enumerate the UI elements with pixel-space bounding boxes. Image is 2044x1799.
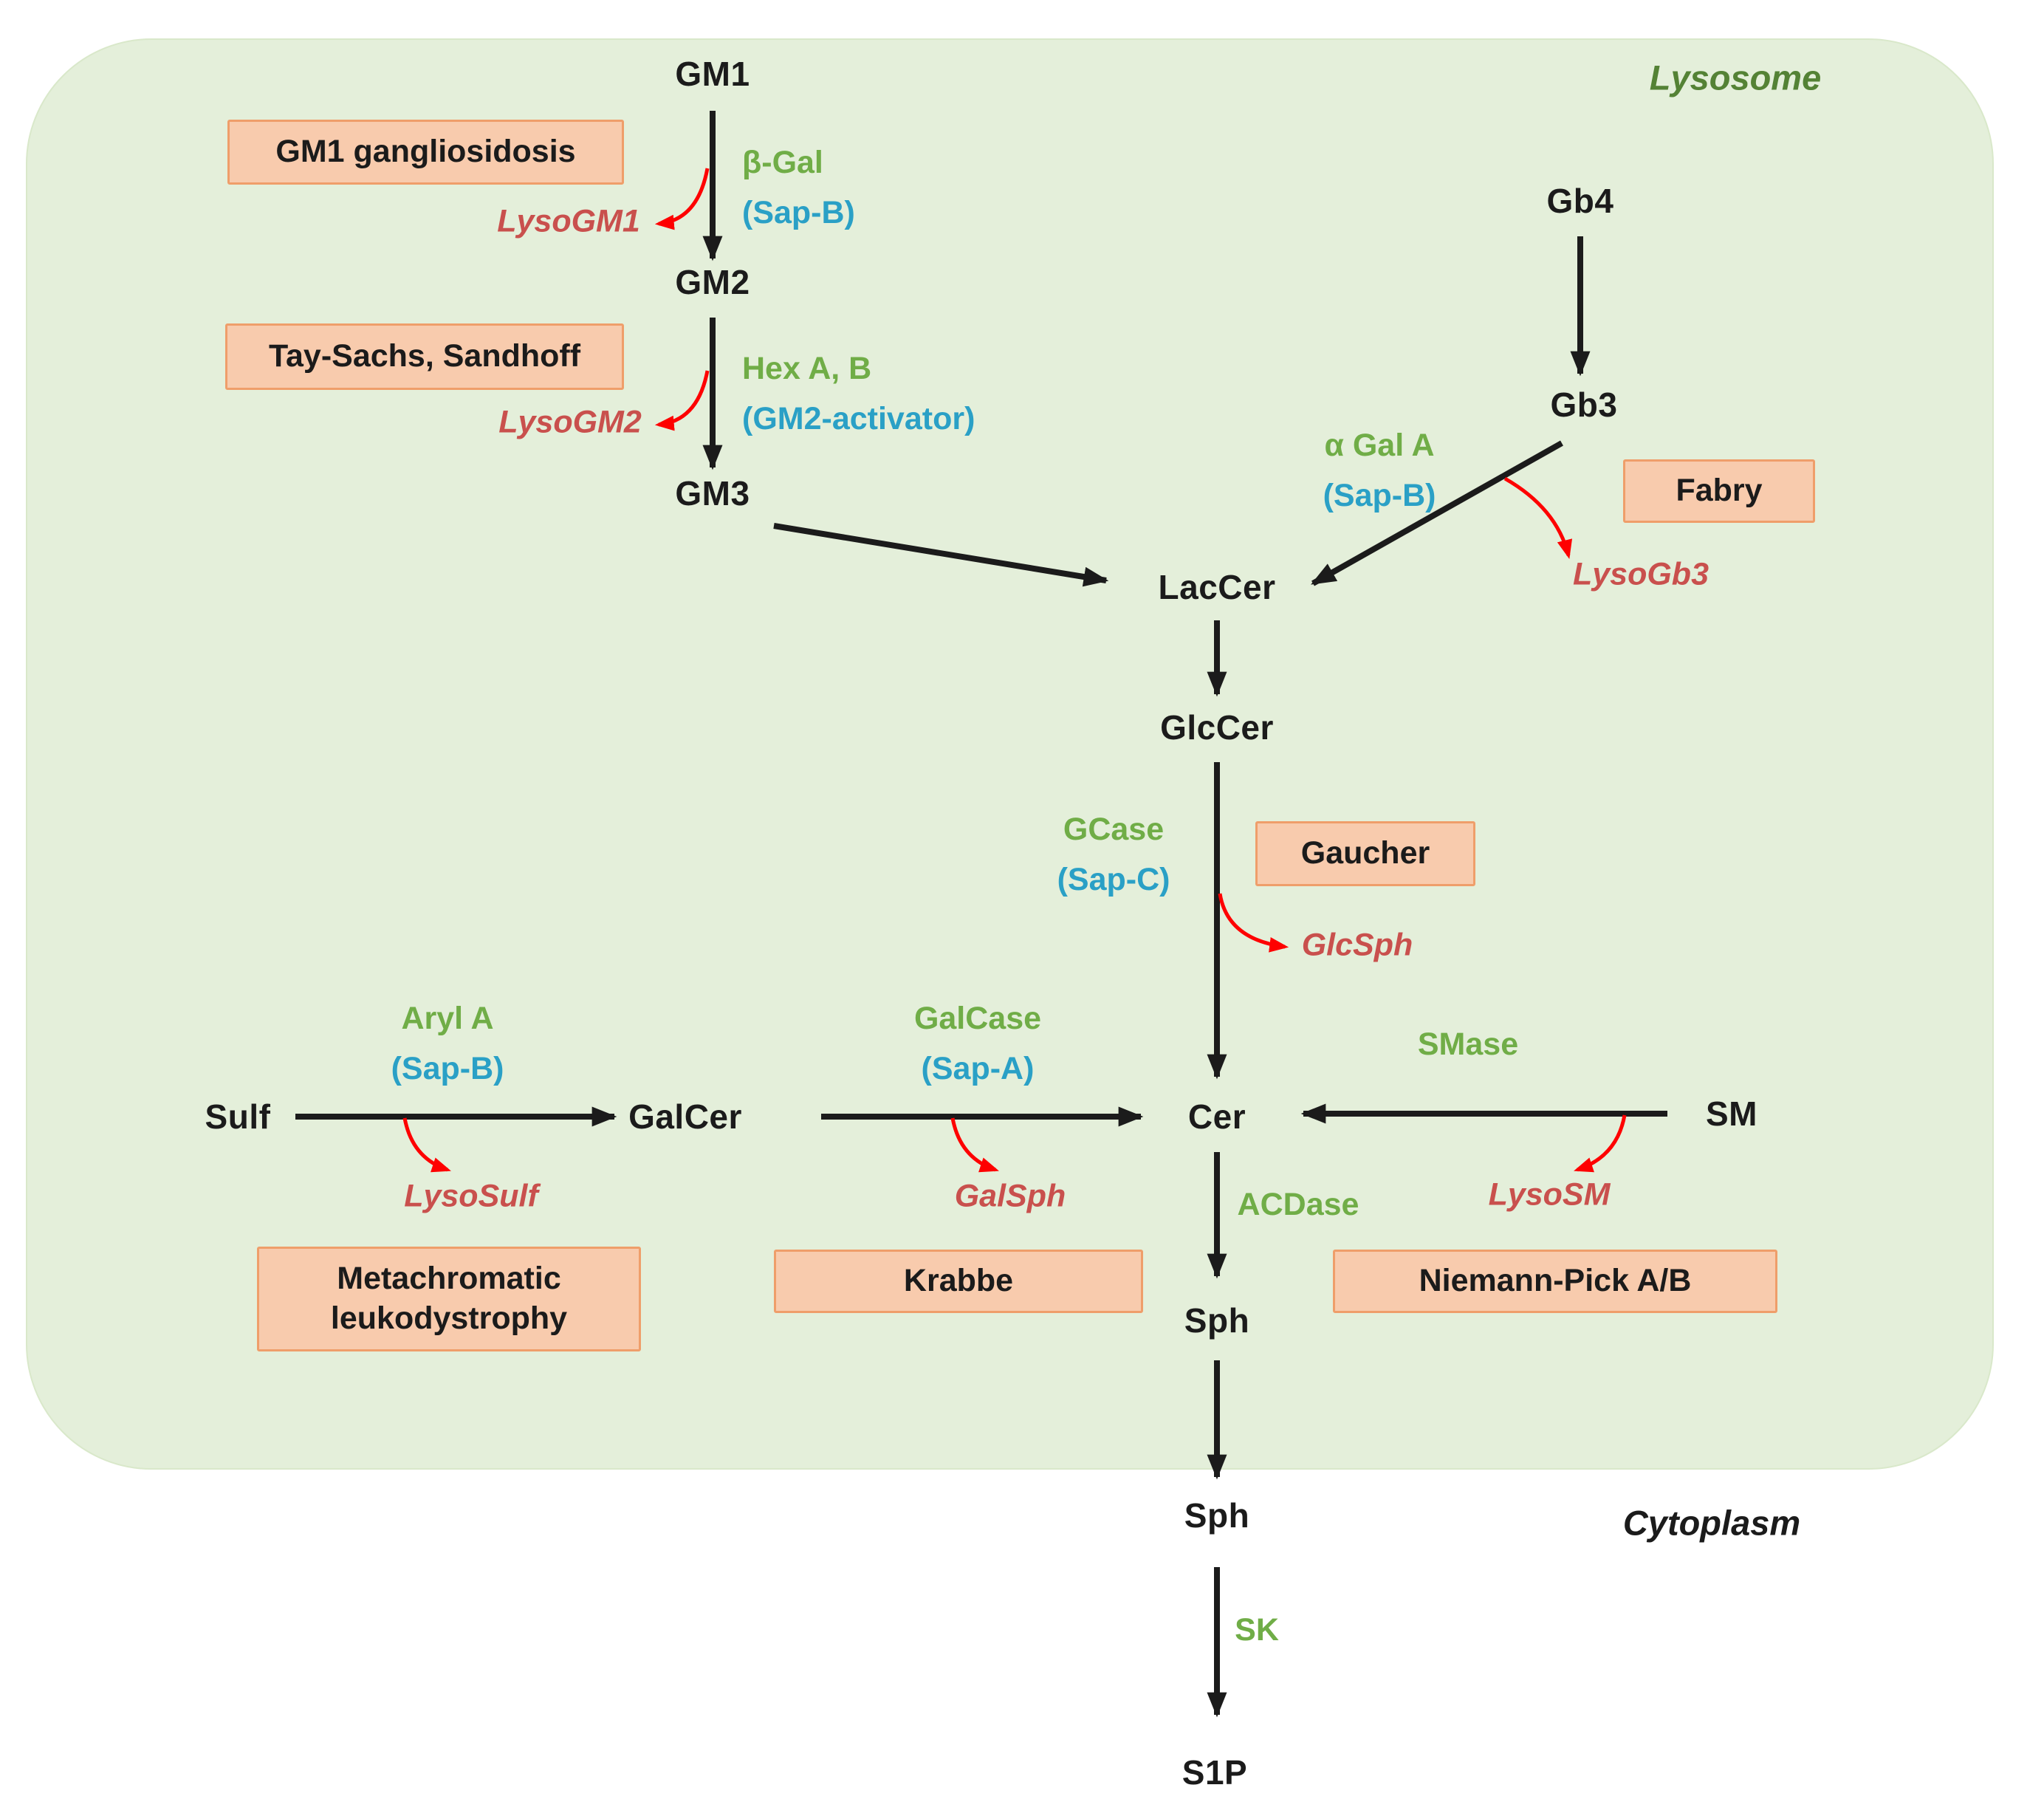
metabolite-sph-lysosome: Sph [1184,1301,1250,1340]
byproduct-lysogb3: LysoGb3 [1573,556,1709,592]
metabolite-sulf: Sulf [205,1097,271,1136]
metabolite-sm: SM [1706,1094,1757,1133]
enzyme-beta-gal: β-Gal (Sap-B) [742,138,855,239]
byproduct-lysogm2: LysoGM2 [498,404,642,440]
disease-box-krabbe: Krabbe [774,1250,1143,1313]
disease-box-gaucher: Gaucher [1255,821,1475,886]
byproduct-lysosm: LysoSM [1488,1176,1611,1213]
disease-box-metachromatic-leukodystrophy: Metachromatic leukodystrophy [257,1247,641,1351]
lysosome-compartment [26,38,1994,1470]
enzyme-name: α Gal A [1324,428,1435,464]
disease-box-tay-sachs-sandhoff: Tay-Sachs, Sandhoff [225,323,624,390]
enzyme-activator: (Sap-A) [921,1051,1035,1086]
enzyme-activator: (Sap-B) [391,1051,504,1086]
enzyme-smase: SMase [1418,1020,1518,1070]
byproduct-galsph: GalSph [954,1178,1066,1214]
metabolite-galcer: GalCer [628,1097,742,1136]
cytoplasm-label: Cytoplasm [1622,1503,1801,1543]
byproduct-lysosulf: LysoSulf [404,1178,538,1214]
enzyme-activator: (Sap-B) [1323,478,1436,513]
enzyme-name: SMase [1417,1027,1519,1063]
metabolite-glccer: GlcCer [1160,708,1274,747]
enzyme-name: SK [1235,1612,1279,1648]
byproduct-lysogm1: LysoGM1 [497,203,640,239]
enzyme-hex-ab: Hex A, B (GM2-activator) [742,344,975,445]
enzyme-name: GCase [1063,812,1165,848]
enzyme-sk: SK [1235,1606,1279,1656]
metabolite-sph-cytoplasm: Sph [1184,1496,1250,1535]
enzyme-name: ACDase [1237,1187,1359,1223]
enzyme-activator: (Sap-C) [1057,862,1170,897]
enzyme-activator: (Sap-B) [742,195,855,230]
enzyme-acdase: ACDase [1238,1180,1359,1230]
enzyme-name: Hex A, B [742,351,872,387]
lysosome-label: Lysosome [1649,58,1822,97]
enzyme-galcase: GalCase (Sap-A) [914,994,1041,1094]
disease-box-gm1-gangliosidosis: GM1 gangliosidosis [227,120,624,185]
enzyme-name: GalCase [913,1001,1042,1037]
disease-box-niemann-pick: Niemann-Pick A/B [1333,1250,1777,1313]
metabolite-cer: Cer [1187,1097,1246,1136]
metabolite-laccer: LacCer [1158,568,1276,606]
metabolite-gm2: GM2 [675,263,750,301]
enzyme-name: β-Gal [742,145,823,181]
enzyme-gcase: GCase (Sap-C) [1057,805,1170,905]
metabolite-s1p: S1P [1182,1753,1248,1792]
metabolite-gm3: GM3 [675,474,750,513]
enzyme-alpha-gal-a: α Gal A (Sap-B) [1323,421,1436,521]
enzyme-name: Aryl A [401,1001,494,1037]
enzyme-aryl-a: Aryl A (Sap-B) [391,994,504,1094]
metabolite-gb4: Gb4 [1546,182,1614,220]
byproduct-glcsph: GlcSph [1301,927,1413,963]
enzyme-activator: (GM2-activator) [742,401,975,436]
disease-box-fabry: Fabry [1623,459,1815,523]
metabolite-gb3: Gb3 [1550,386,1618,424]
metabolite-gm1: GM1 [675,55,750,93]
